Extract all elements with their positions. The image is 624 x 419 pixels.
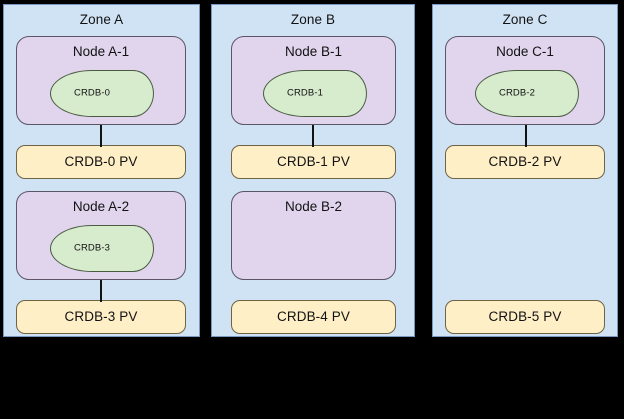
zone-panel-zone-c: Zone C Node C-1 CRDB-2 CRDB-2 PV CRDB-5 … [432,4,618,337]
crdb-pod-cylinder: CRDB-2 [475,69,579,117]
pv-label: CRDB-4 PV [277,309,350,325]
node-to-pv-connector [100,279,102,302]
node-box-node-a-1: Node A-1 CRDB-0 [16,35,186,125]
crdb-pod-label: CRDB-3 [74,242,110,254]
cylinder-body [50,69,134,117]
crdb-pod-cylinder: CRDB-3 [50,224,154,272]
cylinder-body [475,69,559,117]
node-box-node-c-1: Node C-1 CRDB-2 [445,35,605,125]
crdb-pod-cylinder: CRDB-1 [263,69,367,117]
cylinder-body [263,69,347,117]
zone-title: Zone A [79,12,124,27]
pv-box-crdb-5-pv: CRDB-5 PV [445,299,605,334]
cylinder-body [50,224,134,272]
zone-panel-zone-b: Zone B Node B-1 CRDB-1 CRDB-1 PV Node B-… [211,4,415,337]
pv-box-crdb-3-pv: CRDB-3 PV [16,299,186,334]
pv-box-crdb-2-pv: CRDB-2 PV [445,144,605,179]
pv-box-crdb-0-pv: CRDB-0 PV [16,144,186,179]
zone-title: Zone C [502,12,548,27]
pv-label: CRDB-0 PV [64,154,138,170]
node-box-node-b-1: Node B-1 CRDB-1 [231,35,396,125]
node-to-pv-connector [100,124,102,147]
zone-panel-zone-a: Zone A Node A-1 CRDB-0 CRDB-0 PV Node A-… [3,4,200,337]
node-box-node-a-2: Node A-2 CRDB-3 [16,190,186,280]
pv-label: CRDB-5 PV [488,309,562,325]
pv-box-crdb-4-pv: CRDB-4 PV [231,299,396,334]
zone-body: Node B-1 CRDB-1 CRDB-1 PV Node B-2 CRDB-… [212,34,414,336]
pv-label: CRDB-3 PV [64,309,138,325]
pv-label: CRDB-2 PV [488,154,562,170]
node-title: Node B-2 [284,198,343,214]
node-box-node-b-2: Node B-2 [231,190,396,280]
zone-title: Zone B [290,12,336,27]
pv-box-crdb-1-pv: CRDB-1 PV [231,144,396,179]
crdb-pod-cylinder: CRDB-0 [50,69,154,117]
node-to-pv-connector [312,124,314,147]
node-title: Node B-1 [284,43,343,59]
node-to-pv-connector [525,124,527,147]
node-title: Node A-1 [72,43,130,59]
zone-body: Node C-1 CRDB-2 CRDB-2 PV CRDB-5 PV [433,34,617,336]
crdb-pod-label: CRDB-1 [287,87,323,99]
pv-label: CRDB-1 PV [277,154,350,170]
crdb-pod-label: CRDB-2 [499,87,535,99]
zone-body: Node A-1 CRDB-0 CRDB-0 PV Node A-2 CRDB-… [4,34,199,336]
node-title: Node A-2 [72,198,130,214]
node-title: Node C-1 [496,43,554,59]
crdb-pod-label: CRDB-0 [74,87,110,99]
